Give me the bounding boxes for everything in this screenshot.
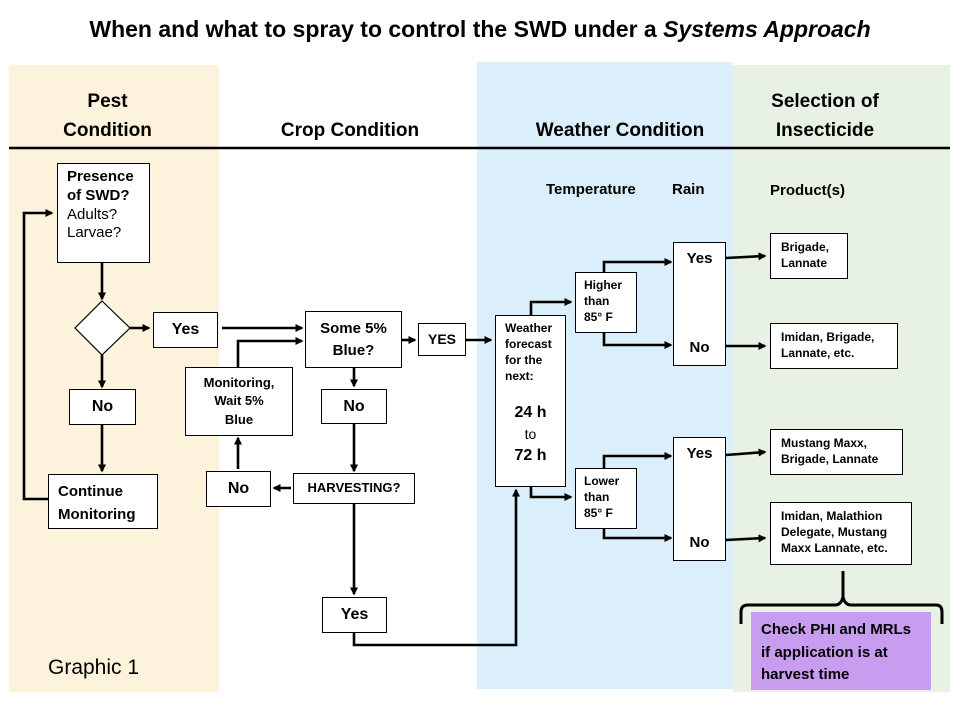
product-box-4: Imidan, Malathion Delegate, Mustang Maxx… <box>770 502 912 565</box>
lower-to-no-arrow <box>602 529 673 542</box>
temperature-subheader: Temperature <box>546 181 636 198</box>
crop-no-left-box: No <box>206 471 271 507</box>
harvesting-box: HARVESTING? <box>293 473 415 504</box>
higher-to-yes-arrow <box>602 258 673 272</box>
rain-yes-to-product3-arrow <box>725 448 767 457</box>
lower-to-yes-arrow <box>602 452 673 468</box>
pest-no-box: No <box>69 389 136 425</box>
monitoring-wait-box: Monitoring, Wait 5% Blue <box>185 367 293 436</box>
decision-diamond <box>74 300 131 356</box>
presence-of-swd-box: Presence of SWD? Adults? Larvae? <box>57 163 150 263</box>
product-box-1: Brigade, Lannate <box>770 233 848 279</box>
crop-no-box: No <box>321 389 387 424</box>
monitoring-to-blue-arrow <box>236 337 304 367</box>
weather-forecast-box: Weather forecast for the next: 24 h to 7… <box>495 315 566 487</box>
rain-yes-to-product1-arrow <box>725 252 767 261</box>
weather-condition-header: Weather Condition <box>535 120 705 141</box>
rain-top-yes: Yes <box>686 250 713 267</box>
rain-no-to-product4-arrow <box>725 534 767 543</box>
crop-yes-bottom-box: Yes <box>322 597 387 633</box>
crop-condition-header: Crop Condition <box>280 120 420 141</box>
page-title: When and what to spray to control the SW… <box>0 16 960 43</box>
rain-top-box: Yes No <box>673 242 726 366</box>
higher-than-85-box: Higher than 85° F <box>575 272 637 333</box>
product-box-3: Mustang Maxx, Brigade, Lannate <box>770 429 903 475</box>
pest-yes-box: Yes <box>153 312 218 348</box>
forecast-to: to <box>524 425 537 442</box>
forecast-72h: 72 h <box>514 447 547 465</box>
rain-bottom-no: No <box>689 534 710 551</box>
rain-bottom-yes: Yes <box>686 445 713 462</box>
some-5-blue-box: Some 5% Blue? <box>305 311 402 368</box>
rain-subheader: Rain <box>672 181 705 198</box>
title-main: When and what to spray to control the SW… <box>89 16 664 42</box>
rain-top-no: No <box>689 339 710 356</box>
higher-to-no-arrow <box>602 333 673 349</box>
note-brace <box>739 571 944 624</box>
lower-than-85-box: Lower than 85° F <box>575 468 637 529</box>
yes-to-forecast-arrow <box>352 488 520 647</box>
graphic-label: Graphic 1 <box>48 656 140 679</box>
presence-bold-text: Presence of SWD? <box>67 168 134 204</box>
forecast-to-lower-arrow <box>529 487 573 501</box>
forecast-text: Weather forecast for the next: <box>505 321 553 383</box>
product-box-2: Imidan, Brigade, Lannate, etc. <box>770 323 898 369</box>
forecast-24h: 24 h <box>514 403 547 421</box>
presence-normal-text: Adults? Larvae? <box>67 205 122 242</box>
yes-caps-box: YES <box>418 323 466 356</box>
phi-mrl-note: Check PHI and MRLs if application is at … <box>751 612 931 690</box>
loop-back-arrow <box>22 209 54 501</box>
continue-monitoring-box: Continue Monitoring <box>48 474 158 529</box>
products-subheader: Product(s) <box>770 182 845 199</box>
forecast-to-higher-arrow <box>529 298 573 316</box>
pest-condition-header: Pest Condition <box>63 91 152 141</box>
rain-bottom-box: Yes No <box>673 437 726 561</box>
title-italic: Systems Approach <box>663 16 871 42</box>
insecticide-header: Selection of Insecticide <box>771 91 879 141</box>
